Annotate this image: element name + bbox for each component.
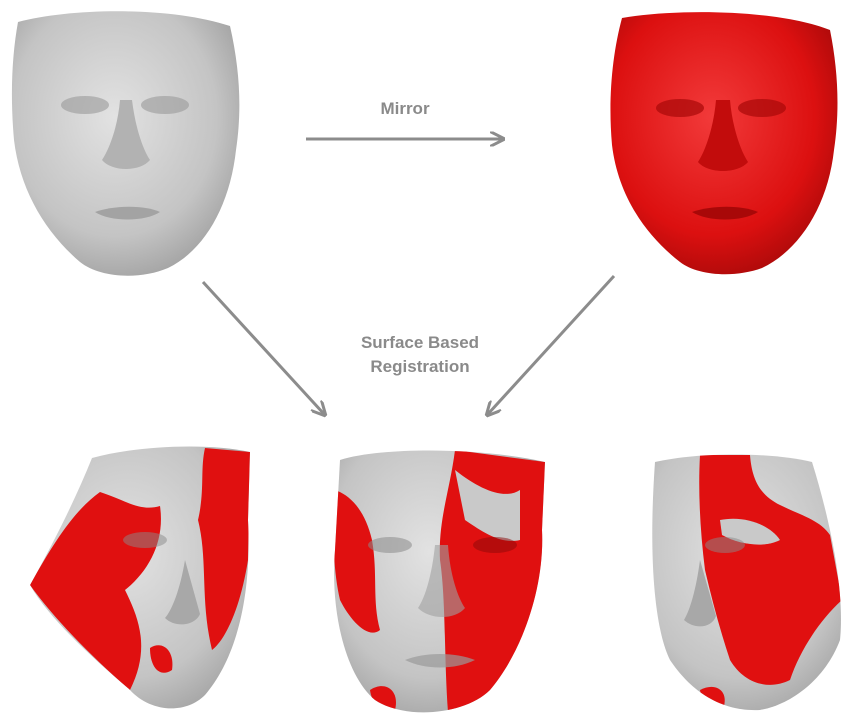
left-registration-arrow [203, 282, 324, 414]
registration-label-line1: Surface Based [320, 331, 520, 355]
registration-label-line2: Registration [320, 355, 520, 379]
registered-overlay-left-view [20, 440, 260, 720]
registered-overlay-front-view [330, 440, 550, 720]
registration-label: Surface Based Registration [320, 331, 520, 379]
mirror-label: Mirror [360, 97, 450, 121]
registered-overlay-right-view [640, 440, 860, 720]
mirrored-face [610, 12, 837, 274]
original-face [12, 11, 239, 275]
